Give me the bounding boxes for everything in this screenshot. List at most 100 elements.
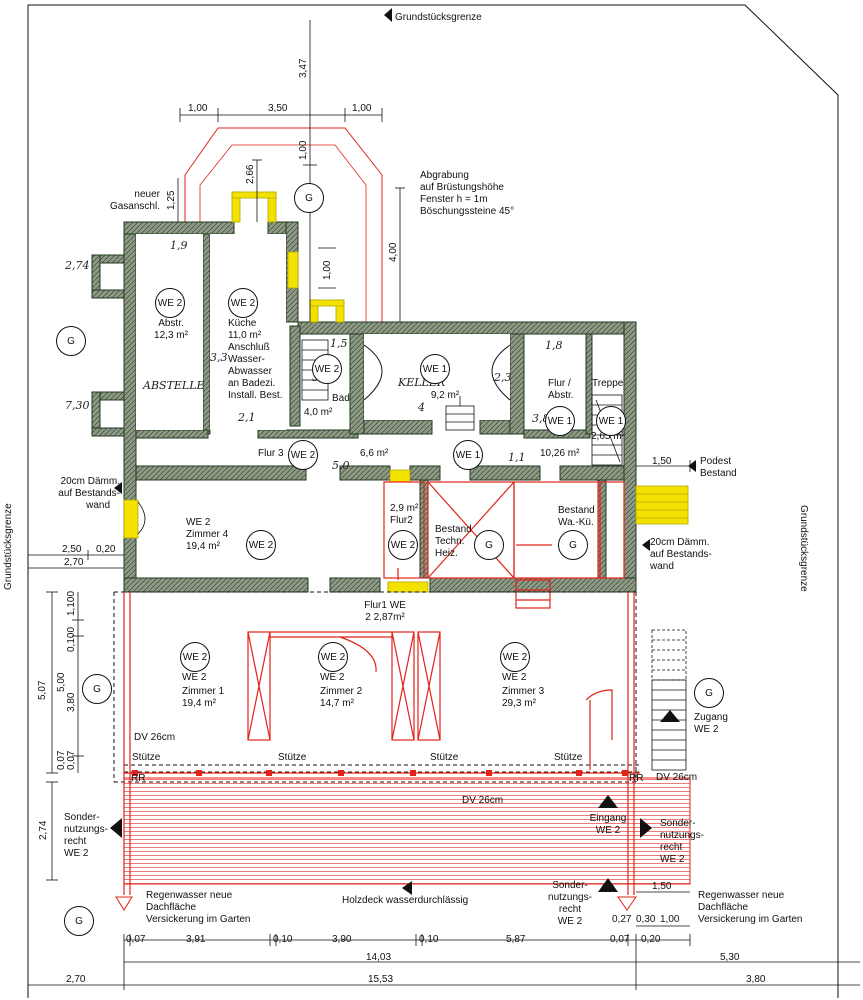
- dim-top-100b: 1,00: [352, 103, 372, 114]
- dim-top-100c: 1,00: [322, 260, 333, 280]
- badge-we2-zimmer2: WE 2: [318, 642, 348, 672]
- eingang-2: WE 2: [595, 825, 621, 836]
- stuetze-4: Stütze: [554, 752, 583, 763]
- dim-top-266: 2,66: [245, 164, 256, 184]
- podest-2: Bestand: [700, 468, 737, 479]
- dim-v-1100: 1,100: [66, 590, 77, 616]
- badge-we2-kueche: WE 2: [228, 288, 258, 318]
- dim-b-020: 0,20: [641, 934, 661, 945]
- rr-left: RR: [131, 773, 146, 784]
- hand-33: 3,3: [210, 351, 228, 364]
- badge-g-top: G: [294, 183, 324, 213]
- dim-b-380: 3,80: [746, 974, 766, 985]
- kueche-2: 11,0 m²: [228, 330, 262, 341]
- badge-we1-treppe: WE 1: [596, 406, 626, 436]
- dim-r-027: 0,27: [612, 914, 632, 925]
- badge-we2-bad: WE 2: [312, 354, 342, 384]
- abstr-2: 12,3 m²: [154, 330, 188, 341]
- abgrabung-3: Fenster h = 1m: [420, 194, 488, 205]
- badge-g-right: G: [694, 678, 724, 708]
- sonder-left-1: Sonder-: [64, 812, 100, 823]
- holzdeck: [123, 777, 691, 885]
- abgrabung-2: auf Brüstungshöhe: [420, 182, 504, 193]
- badge-g-left: G: [56, 326, 86, 356]
- holzdeck-label: Holzdeck wasserdurchlässig: [342, 895, 469, 906]
- dv-inner: DV 26cm: [134, 732, 176, 743]
- daemm-left-3: wand: [86, 500, 110, 511]
- kueche-3: Anschluß: [228, 342, 270, 353]
- dim-top-347: 3,47: [298, 58, 309, 78]
- hand-274: 2,74: [65, 259, 90, 272]
- sonder-right-3: recht: [660, 842, 683, 853]
- regen-left-2: Dachfläche: [146, 902, 197, 913]
- hand-21: 2,1: [238, 411, 256, 424]
- dim-b-270: 2,70: [66, 974, 86, 985]
- zugang-1: Zugang: [694, 712, 728, 723]
- dim-b-391: 3,91: [186, 934, 206, 945]
- flur2-2: Flur2: [390, 515, 413, 526]
- grenze-right-label: Grundstücksgrenze: [798, 505, 809, 592]
- flur2-1: 2,9 m²: [390, 503, 419, 514]
- dim-b-530: 5,30: [720, 952, 740, 963]
- zimmer4-2: Zimmer 4: [186, 529, 229, 540]
- keller-area: 9,2 m²: [430, 390, 460, 401]
- regen-right-3: Versickerung im Garten: [698, 914, 803, 925]
- flur-abstr-1: Flur /: [548, 378, 571, 389]
- techn-1: Bestand: [435, 524, 472, 535]
- zimmer1-2: Zimmer 1: [182, 686, 225, 697]
- dim-v-007b: 0,07: [66, 750, 77, 770]
- dim-b-587: 5,87: [506, 934, 526, 945]
- abgrabung-1: Abgrabung: [420, 170, 469, 181]
- dim-top-400: 4,00: [388, 242, 399, 262]
- badge-we2-zimmer3: WE 2: [500, 642, 530, 672]
- rr-right: RR: [629, 773, 644, 784]
- gas-label-1: neuer: [134, 189, 160, 200]
- flur-area: 10,26 m²: [540, 448, 580, 459]
- dim-b-390: 3,90: [332, 934, 352, 945]
- dim-left-020: 0,20: [96, 544, 116, 555]
- zimmer4-3: 19,4 m²: [186, 541, 220, 552]
- dim-b-1403: 14,03: [366, 952, 392, 963]
- treppe-label: Treppe: [592, 378, 624, 389]
- dim-top-350: 3,50: [268, 103, 288, 114]
- hand-23: 2,3: [494, 371, 512, 384]
- badge-we1-mid: WE 1: [453, 440, 483, 470]
- dim-b-1553: 15,53: [368, 974, 394, 985]
- zugang-2: WE 2: [694, 724, 719, 735]
- dim-b-007a: 0,07: [126, 934, 146, 945]
- dim-b-007b: 0,07: [610, 934, 630, 945]
- sonder-left-2: nutzungs-: [64, 824, 108, 835]
- sonder-bottom-2: nutzungs-: [548, 892, 592, 903]
- stuetze-2: Stütze: [278, 752, 307, 763]
- sonder-right-2: nutzungs-: [660, 830, 704, 841]
- zimmer3-3: 29,3 m²: [502, 698, 536, 709]
- zimmer3-2: Zimmer 3: [502, 686, 545, 697]
- kueche-7: Install. Best.: [228, 390, 283, 401]
- zimmer2-2: Zimmer 2: [320, 686, 363, 697]
- hand-19: 1,9: [170, 239, 188, 252]
- zimmer3-1: WE 2: [502, 672, 527, 683]
- flur3-label: Flur 3: [258, 448, 284, 459]
- bad-label: Bad: [332, 393, 350, 404]
- daemm-right-1: 20cm Dämm.: [650, 537, 710, 548]
- dim-b-010b: 0,10: [419, 934, 439, 945]
- kueche-4: Wasser-: [228, 354, 265, 365]
- gas-label-2: Gasanschl.: [109, 201, 160, 212]
- daemm-right-2: auf Bestands-: [650, 549, 712, 560]
- flur-abstr-2: Abstr.: [548, 390, 574, 401]
- regen-left-1: Regenwasser neue: [146, 890, 233, 901]
- badge-g-techn: G: [474, 530, 504, 560]
- badge-we2-abstr: WE 2: [155, 288, 185, 318]
- excavation-outline: [184, 127, 383, 330]
- badge-g-left-ext: G: [82, 674, 112, 704]
- kueche-6: an Badezi.: [228, 378, 276, 389]
- badge-we1-flur: WE 1: [545, 406, 575, 436]
- techn-3: Heiz.: [435, 548, 458, 559]
- badge-we2-flur3: WE 2: [288, 440, 318, 470]
- dim-v-500: 5,00: [56, 672, 67, 692]
- regen-left-3: Versickerung im Garten: [146, 914, 251, 925]
- grenze-top-label: Grundstücksgrenze: [395, 12, 482, 23]
- eingang-1: Eingang: [589, 813, 627, 824]
- abstr-1: Abstr.: [158, 318, 184, 329]
